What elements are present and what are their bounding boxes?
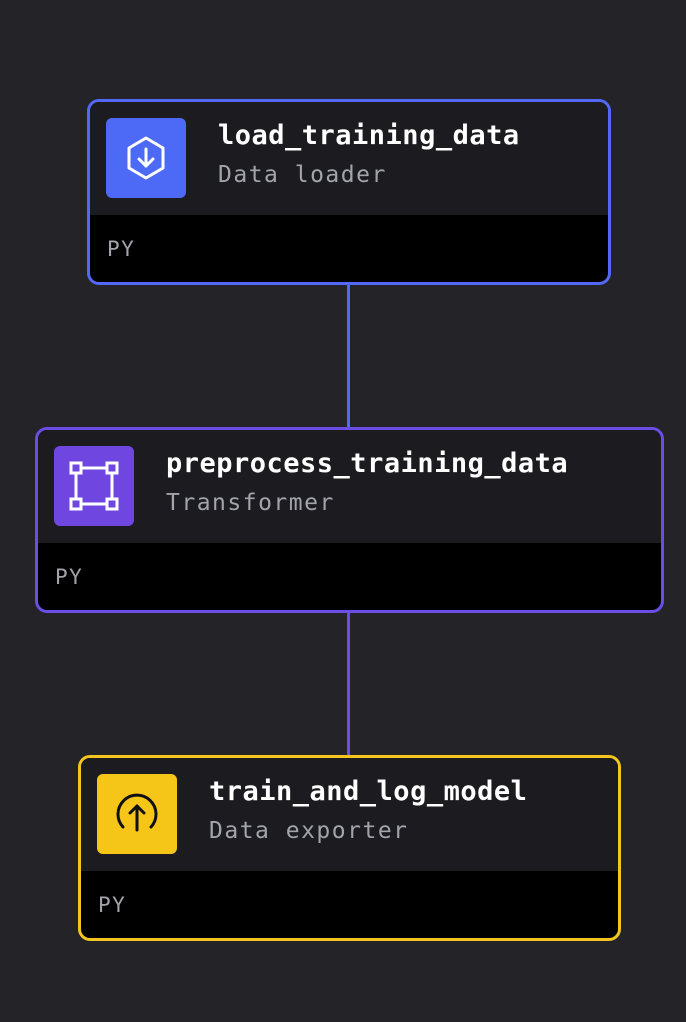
block-title: preprocess_training_data [166,448,569,479]
block-icon-tile [54,446,134,526]
block-icon-tile [106,118,186,198]
block-preprocess-training-data[interactable]: preprocess_training_data Transformer PY [35,427,664,613]
block-type: Data exporter [209,818,409,844]
connector-loader-to-transformer [347,284,350,431]
block-type: Transformer [166,490,335,516]
block-title: train_and_log_model [209,776,528,807]
download-icon [127,136,165,180]
block-header: load_training_data Data loader [90,102,608,215]
block-train-and-log-model[interactable]: train_and_log_model Data exporter PY [78,755,621,941]
block-title: load_training_data [218,120,520,151]
block-language: PY [98,893,127,917]
block-type: Data loader [218,162,387,188]
block-icon-tile [97,774,177,854]
transform-square-icon [69,461,119,511]
upload-icon [116,793,158,832]
block-language: PY [107,237,136,261]
block-load-training-data[interactable]: load_training_data Data loader PY [87,99,611,285]
block-header: train_and_log_model Data exporter [81,758,618,871]
connector-transformer-to-exporter [347,611,350,759]
block-language: PY [55,565,84,589]
block-header: preprocess_training_data Transformer [38,430,661,543]
